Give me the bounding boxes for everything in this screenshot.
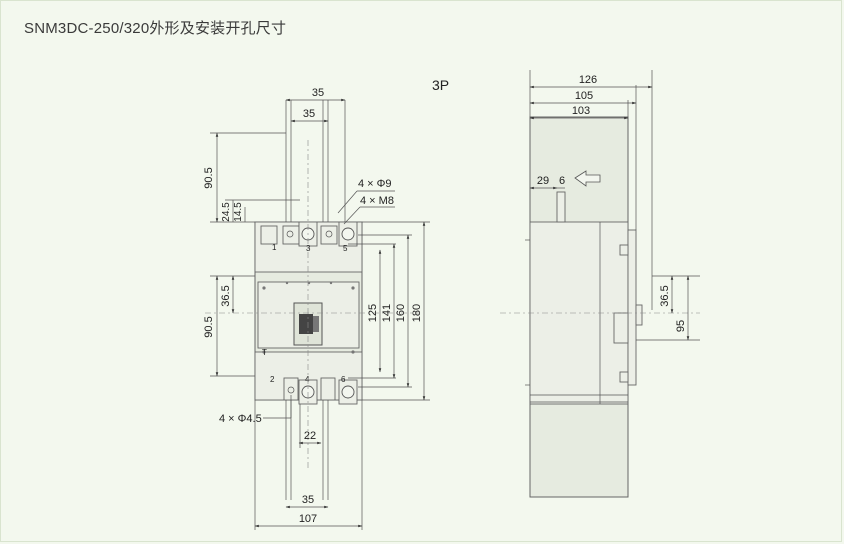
dim-107: 107 — [299, 513, 317, 525]
dim-36-5-side: 36.5 — [659, 285, 671, 306]
dim-90-5-upper: 90.5 — [203, 167, 215, 188]
note-4x-m8: 4 × M8 — [360, 195, 394, 207]
page-title: SNM3DC-250/320外形及安装开孔尺寸 — [24, 20, 287, 37]
dim-126: 126 — [579, 74, 597, 86]
dim-141: 141 — [381, 304, 393, 322]
dim-35-top-outer: 35 — [312, 87, 324, 99]
bottom-leads — [285, 400, 329, 500]
side-view: 126 105 103 29 6 36.5 95 — [500, 70, 700, 498]
terminal-2: 2 — [270, 375, 275, 384]
terminal-3: 3 — [306, 244, 311, 253]
side-handle — [613, 312, 629, 344]
dim-125: 125 — [367, 304, 379, 322]
note-4x-phi4-5: 4 × Φ4.5 — [219, 413, 262, 425]
terminal-1: 1 — [272, 243, 277, 252]
dim-35-top-inner: 35 — [303, 108, 315, 120]
dim-160: 160 — [395, 304, 407, 322]
dim-6: 6 — [559, 175, 565, 187]
side-front-face — [627, 229, 637, 386]
terminal-5: 5 — [343, 244, 348, 253]
dim-103: 103 — [572, 105, 590, 117]
dim-36-5-front: 36.5 — [220, 285, 232, 306]
dim-180: 180 — [411, 304, 423, 322]
right-extension-lines — [348, 221, 430, 401]
side-top-stud — [556, 191, 566, 223]
top-leads — [285, 100, 346, 222]
top-terminals — [260, 221, 358, 247]
dim-35-bottom: 35 — [302, 494, 314, 506]
handle — [299, 314, 313, 334]
dim-90-5-lower: 90.5 — [203, 316, 215, 337]
dim-29: 29 — [537, 175, 549, 187]
leader-phi9 — [337, 190, 358, 214]
terminal-4: 4 — [305, 375, 310, 384]
direction-arrow-icon — [574, 170, 601, 187]
terminal-6: 6 — [341, 375, 346, 384]
note-4x-phi9: 4 × Φ9 — [358, 178, 392, 190]
panel-screws — [262, 281, 355, 354]
dim-22: 22 — [304, 430, 316, 442]
pole-label: 3P — [432, 77, 449, 93]
handle-side — [313, 316, 319, 332]
leader-m8 — [343, 206, 361, 225]
dim-24-5: 24.5 — [221, 202, 232, 222]
t-mark: T — [262, 348, 267, 357]
front-view: T 1 3 5 2 4 6 — [203, 87, 430, 530]
dim-95: 95 — [675, 320, 687, 332]
dim-105: 105 — [575, 90, 593, 102]
dim-14-5: 14.5 — [233, 202, 244, 222]
